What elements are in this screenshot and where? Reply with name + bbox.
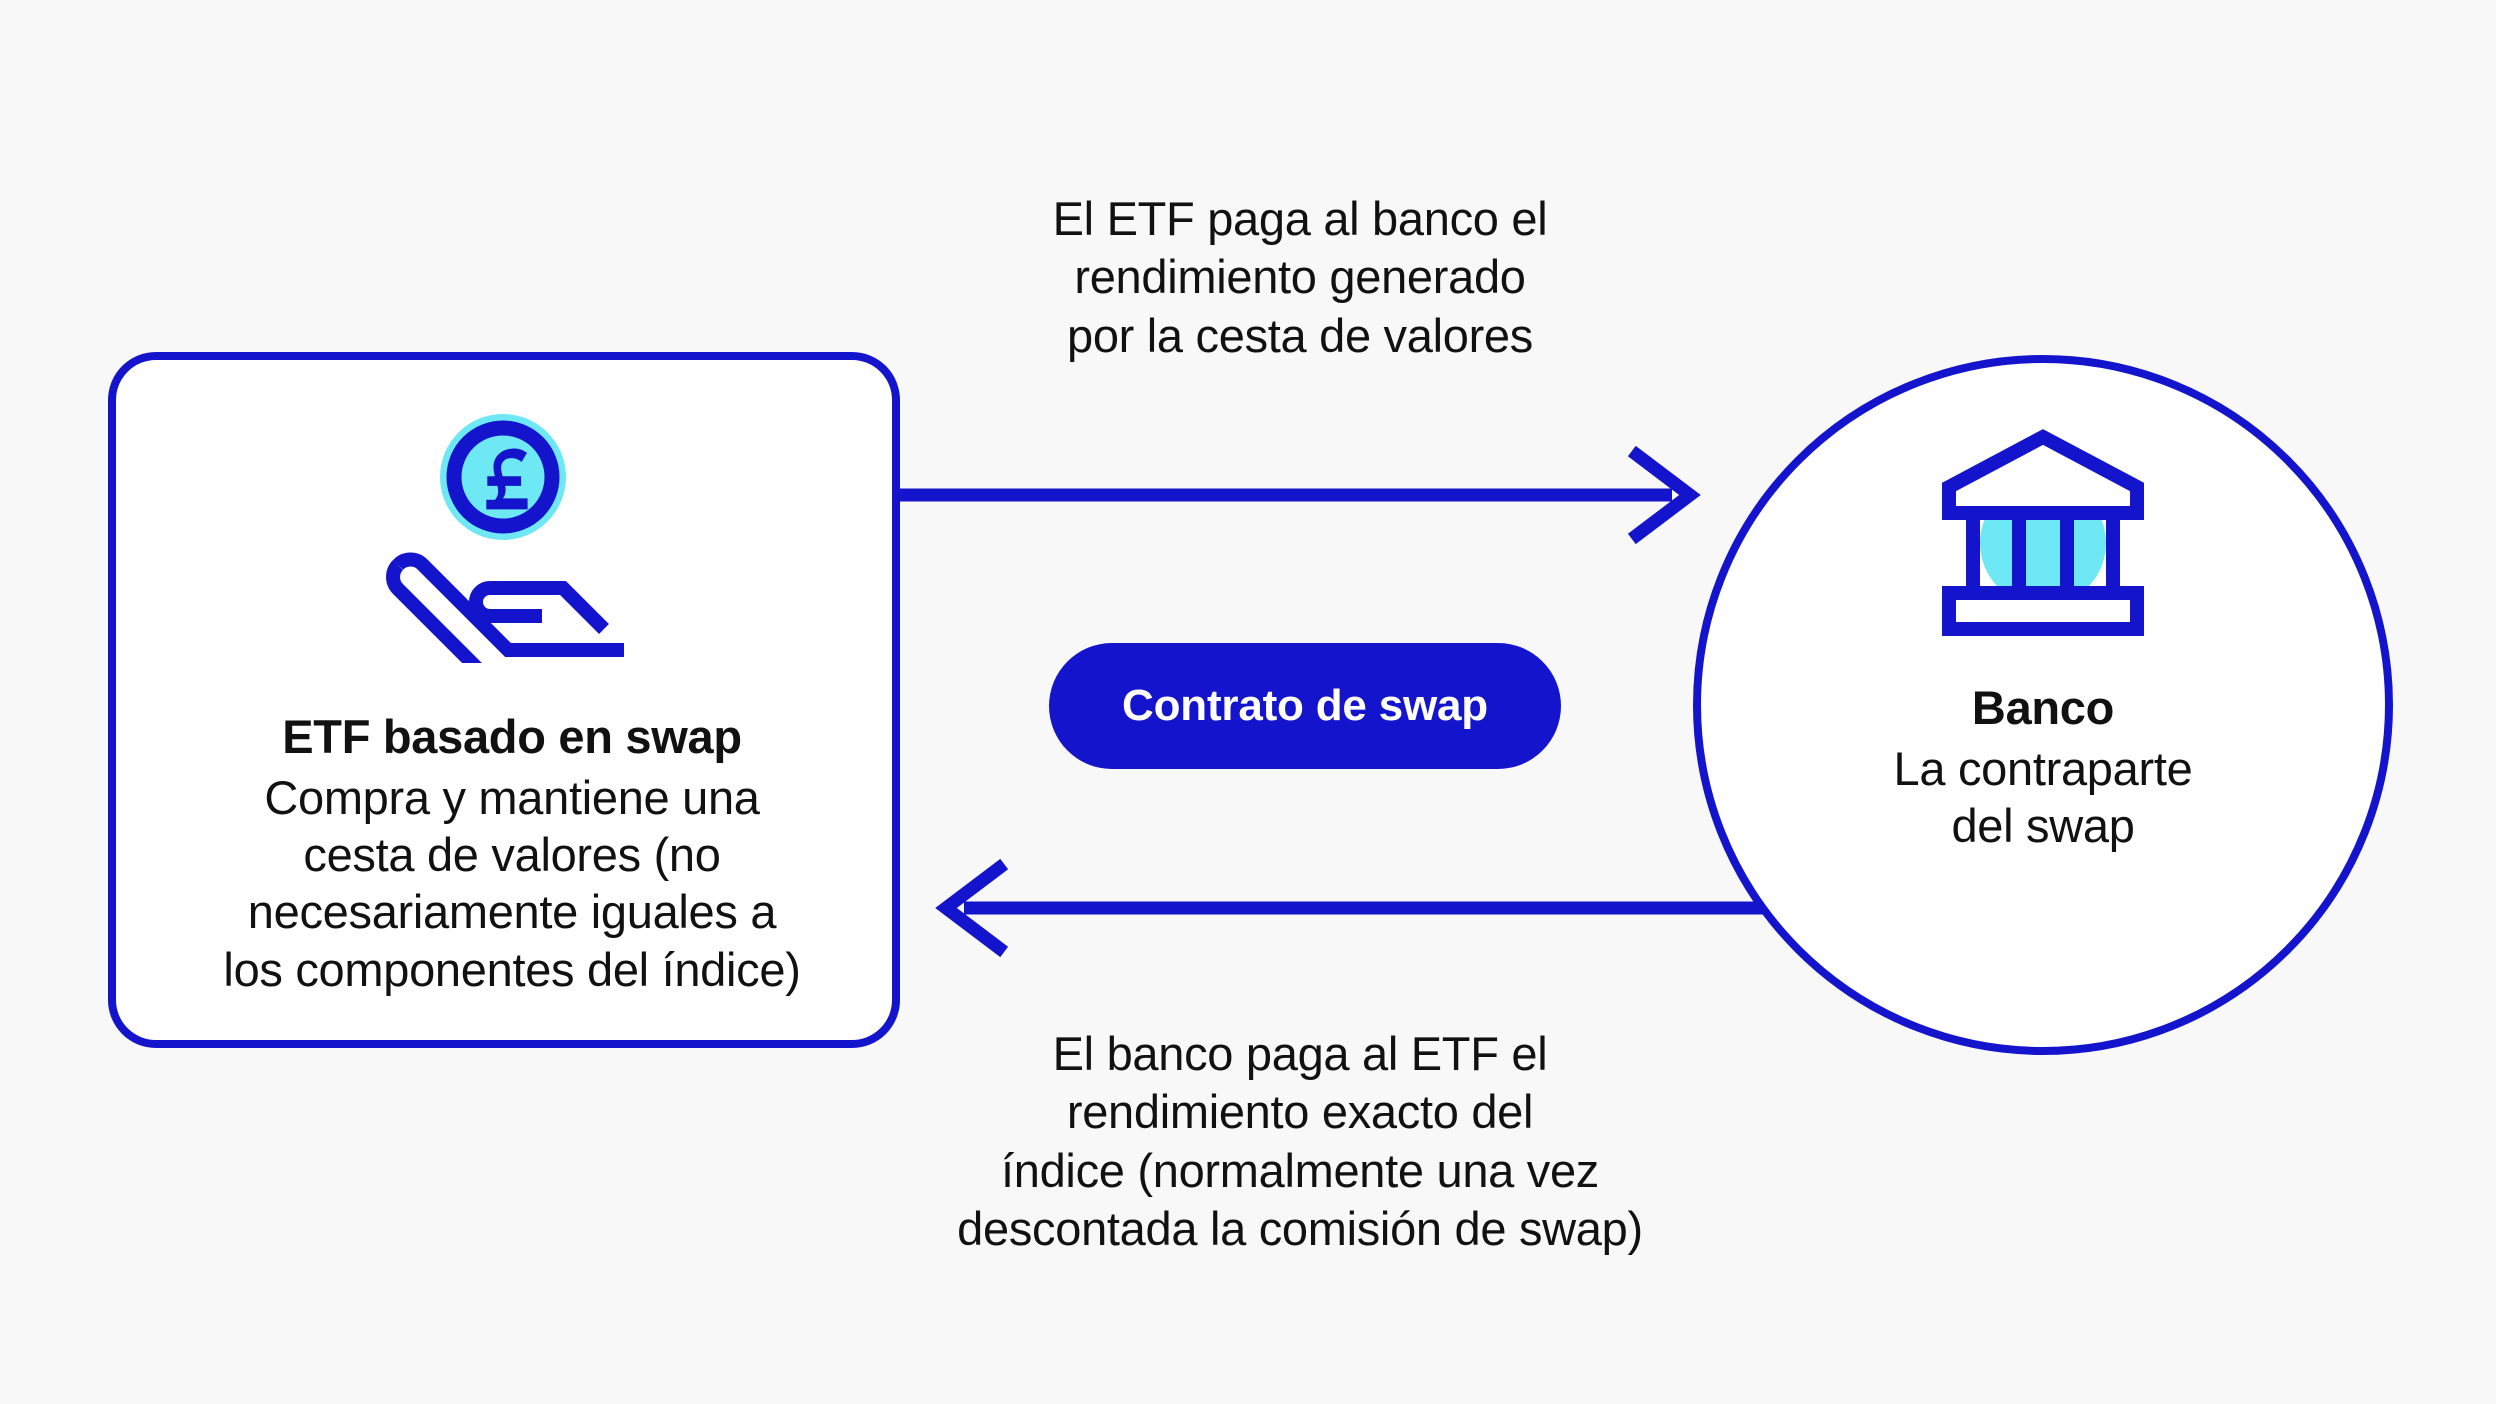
etf-node-card: ETF basado en swap Compra y mantiene una… [108,352,900,1048]
arrow-etf-to-bank [898,445,1701,545]
flow-label-top: El ETF paga al banco el rendimiento gene… [1052,192,1548,362]
etf-node-text: ETF basado en swap Compra y mantiene una… [94,710,930,998]
bank-node-text: Banco La contraparte del swap [1701,681,2385,854]
flow-label-bottom: El banco paga al ETF el rendimiento exac… [957,1027,1643,1255]
bank-node-circle: Banco La contraparte del swap [1693,355,2393,1055]
swap-contract-label: Contrato de swap [1122,681,1488,730]
bank-node-title: Banco [1971,681,2115,734]
etf-node-description: Compra y mantiene una cesta de valores (… [223,770,801,996]
hand-holding-pound-coin-icon [116,408,892,668]
arrow-bank-to-etf [935,858,1768,958]
etf-node-title: ETF basado en swap [282,710,742,763]
swap-contract-pill: Contrato de swap [1049,643,1561,769]
bank-node-description: La contraparte del swap [1893,741,2193,852]
bank-building-icon [1701,425,2385,655]
